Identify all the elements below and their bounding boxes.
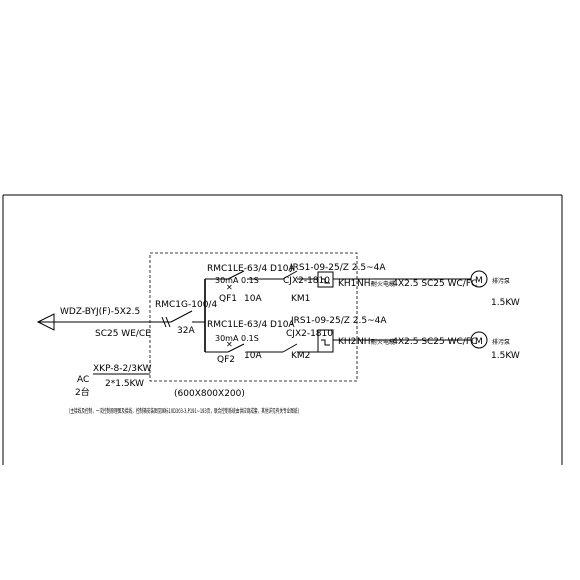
circuit-1: ✕ RMC1LE-63/4 D10A 30mA 0.1S QF1 10A JRS… — [205, 263, 520, 308]
motor-1-icon — [470, 270, 488, 288]
main-switch-rating: 32A — [177, 326, 195, 336]
circuit-2-leakage: 30mA 0.1S — [215, 334, 259, 343]
circuit-2-contactor-tag: KM2 — [291, 351, 310, 361]
circuit-1-breaker: RMC1LE-63/4 D10A — [207, 264, 295, 274]
circuit-2: ✕ RMC1LE-63/4 D10A 30mA 0.1S QF2 10A JRS… — [205, 316, 520, 365]
circuit-1-cable: NH- — [357, 279, 374, 289]
circuit-2-power: 1.5KW — [491, 351, 520, 361]
motor-2-icon — [470, 331, 488, 349]
incoming-conduit-label: SC25 WE/CE — [95, 329, 151, 339]
main-switch-symbol — [161, 310, 205, 328]
circuit-2-current: 10A — [244, 351, 262, 361]
installation-note: (主接线及控制，一次控制原理图及接线，控制箱安装图见国标10D303-3,P19… — [69, 407, 299, 415]
circuit-1-relay: JRS1-09-25/Z 2.5~4A — [289, 263, 386, 273]
circuit-2-breaker: RMC1LE-63/4 D10A — [207, 320, 295, 330]
circuit-1-motor-name: 排污泵 — [492, 277, 510, 285]
circuit-2-motor-name: 排污泵 — [492, 338, 510, 346]
circuit-1-leakage: 30mA 0.1S — [215, 276, 259, 285]
distribution-box-outline — [149, 252, 358, 382]
panel-qty: 2台 — [75, 386, 90, 398]
circuit-2-motor-letter: M — [475, 337, 483, 347]
circuit-1-motor-letter: M — [475, 276, 483, 286]
circuit-1-cable-cn: 耐火电缆 — [371, 280, 395, 288]
circuit-2-relay: JRS1-09-25/Z 2.5~4A — [290, 316, 387, 326]
circuit-2-cable-cn: 耐火电缆 — [371, 338, 395, 346]
panel-model: XKP-8-2/3KW — [93, 364, 152, 374]
circuit-2-relay-tag: KH2 — [338, 337, 356, 347]
circuit-1-breaker-tag: QF1 — [219, 294, 237, 304]
circuit-2-contactor: CJX2-1810 — [286, 329, 333, 339]
circuit-2-breaker-tag: QF2 — [217, 355, 235, 365]
circuit-1-cable-spec: -4X2.5 SC25 WC/FC — [389, 279, 477, 289]
incoming-cable-label: WDZ-BYJ(F)-5X2.5 — [60, 307, 140, 317]
incoming-arrow-icon — [36, 313, 55, 331]
panel-power: 2*1.5KW — [105, 379, 144, 389]
circuit-1-power: 1.5KW — [491, 298, 520, 308]
circuit-1-relay-tag: KH1 — [338, 279, 356, 289]
panel-size: (600X800X200) — [174, 389, 245, 399]
overload-relay-symbol — [317, 329, 334, 353]
main-switch-model: RMC1G-100/4 — [155, 300, 217, 310]
circuit-1-current: 10A — [244, 294, 262, 304]
circuit-2-cable-spec: -4X2.5 SC25 WC/FC — [389, 337, 477, 347]
breaker-x-mark: ✕ — [226, 340, 233, 349]
drawing-frame — [2, 194, 563, 465]
panel-type: AC — [77, 375, 89, 385]
circuit-1-contactor: CJX2-1810 — [283, 276, 330, 286]
breaker-x-mark: ✕ — [226, 283, 233, 292]
circuit-2-cable: NH- — [357, 337, 374, 347]
circuit-1-contactor-tag: KM1 — [291, 294, 310, 304]
